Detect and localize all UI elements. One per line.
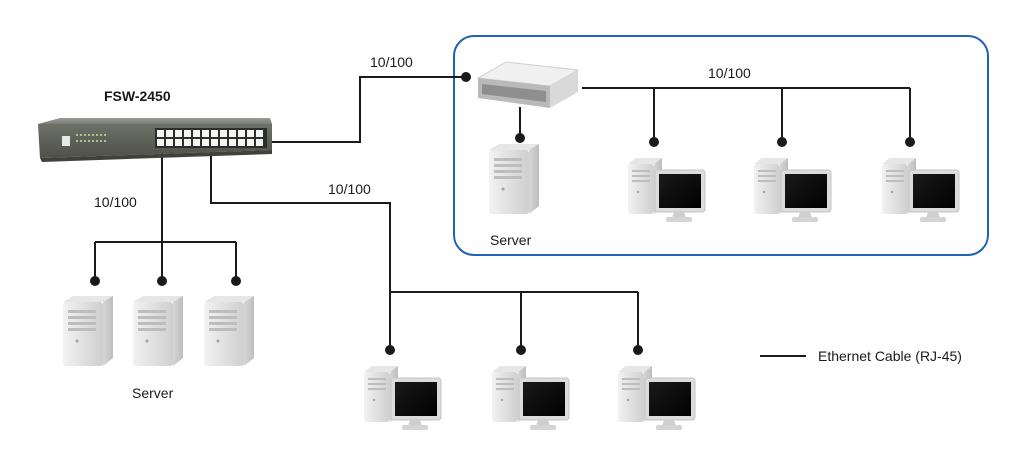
switch-logo-icon <box>62 136 70 146</box>
ethernet-cables <box>94 76 911 357</box>
switch-model-label: FSW-2450 <box>104 88 171 104</box>
remote-server-label: Server <box>490 232 532 248</box>
client-workstation-icon <box>617 365 696 431</box>
remote-workstation-icon <box>627 157 706 223</box>
client-branch-cable <box>210 150 391 292</box>
local-server-icon <box>133 296 183 366</box>
client-branch-speed-label: 10/100 <box>328 181 371 197</box>
switch-ports <box>155 128 267 148</box>
uplink-cable <box>272 76 466 143</box>
legend-cable-label: Ethernet Cable (RJ-45) <box>818 348 962 364</box>
remote-workstation-icon <box>753 157 832 223</box>
local-server-label: Server <box>132 385 174 401</box>
uplink-speed-label: 10/100 <box>370 54 413 70</box>
remote-lan-boundary <box>453 35 989 256</box>
remote-switch <box>476 61 580 108</box>
client-workstation-icon <box>363 365 442 431</box>
connector-dots <box>90 72 915 355</box>
client-workstation-icon <box>491 365 570 431</box>
local-server-icon <box>63 296 113 366</box>
remote-workstation-icon <box>881 157 960 223</box>
remote-lan-speed-label: 10/100 <box>708 65 751 81</box>
local-server-icon <box>204 296 254 366</box>
main-switch <box>38 118 272 162</box>
server-branch-speed-label: 10/100 <box>94 194 137 210</box>
remote-server-icon <box>489 144 539 214</box>
